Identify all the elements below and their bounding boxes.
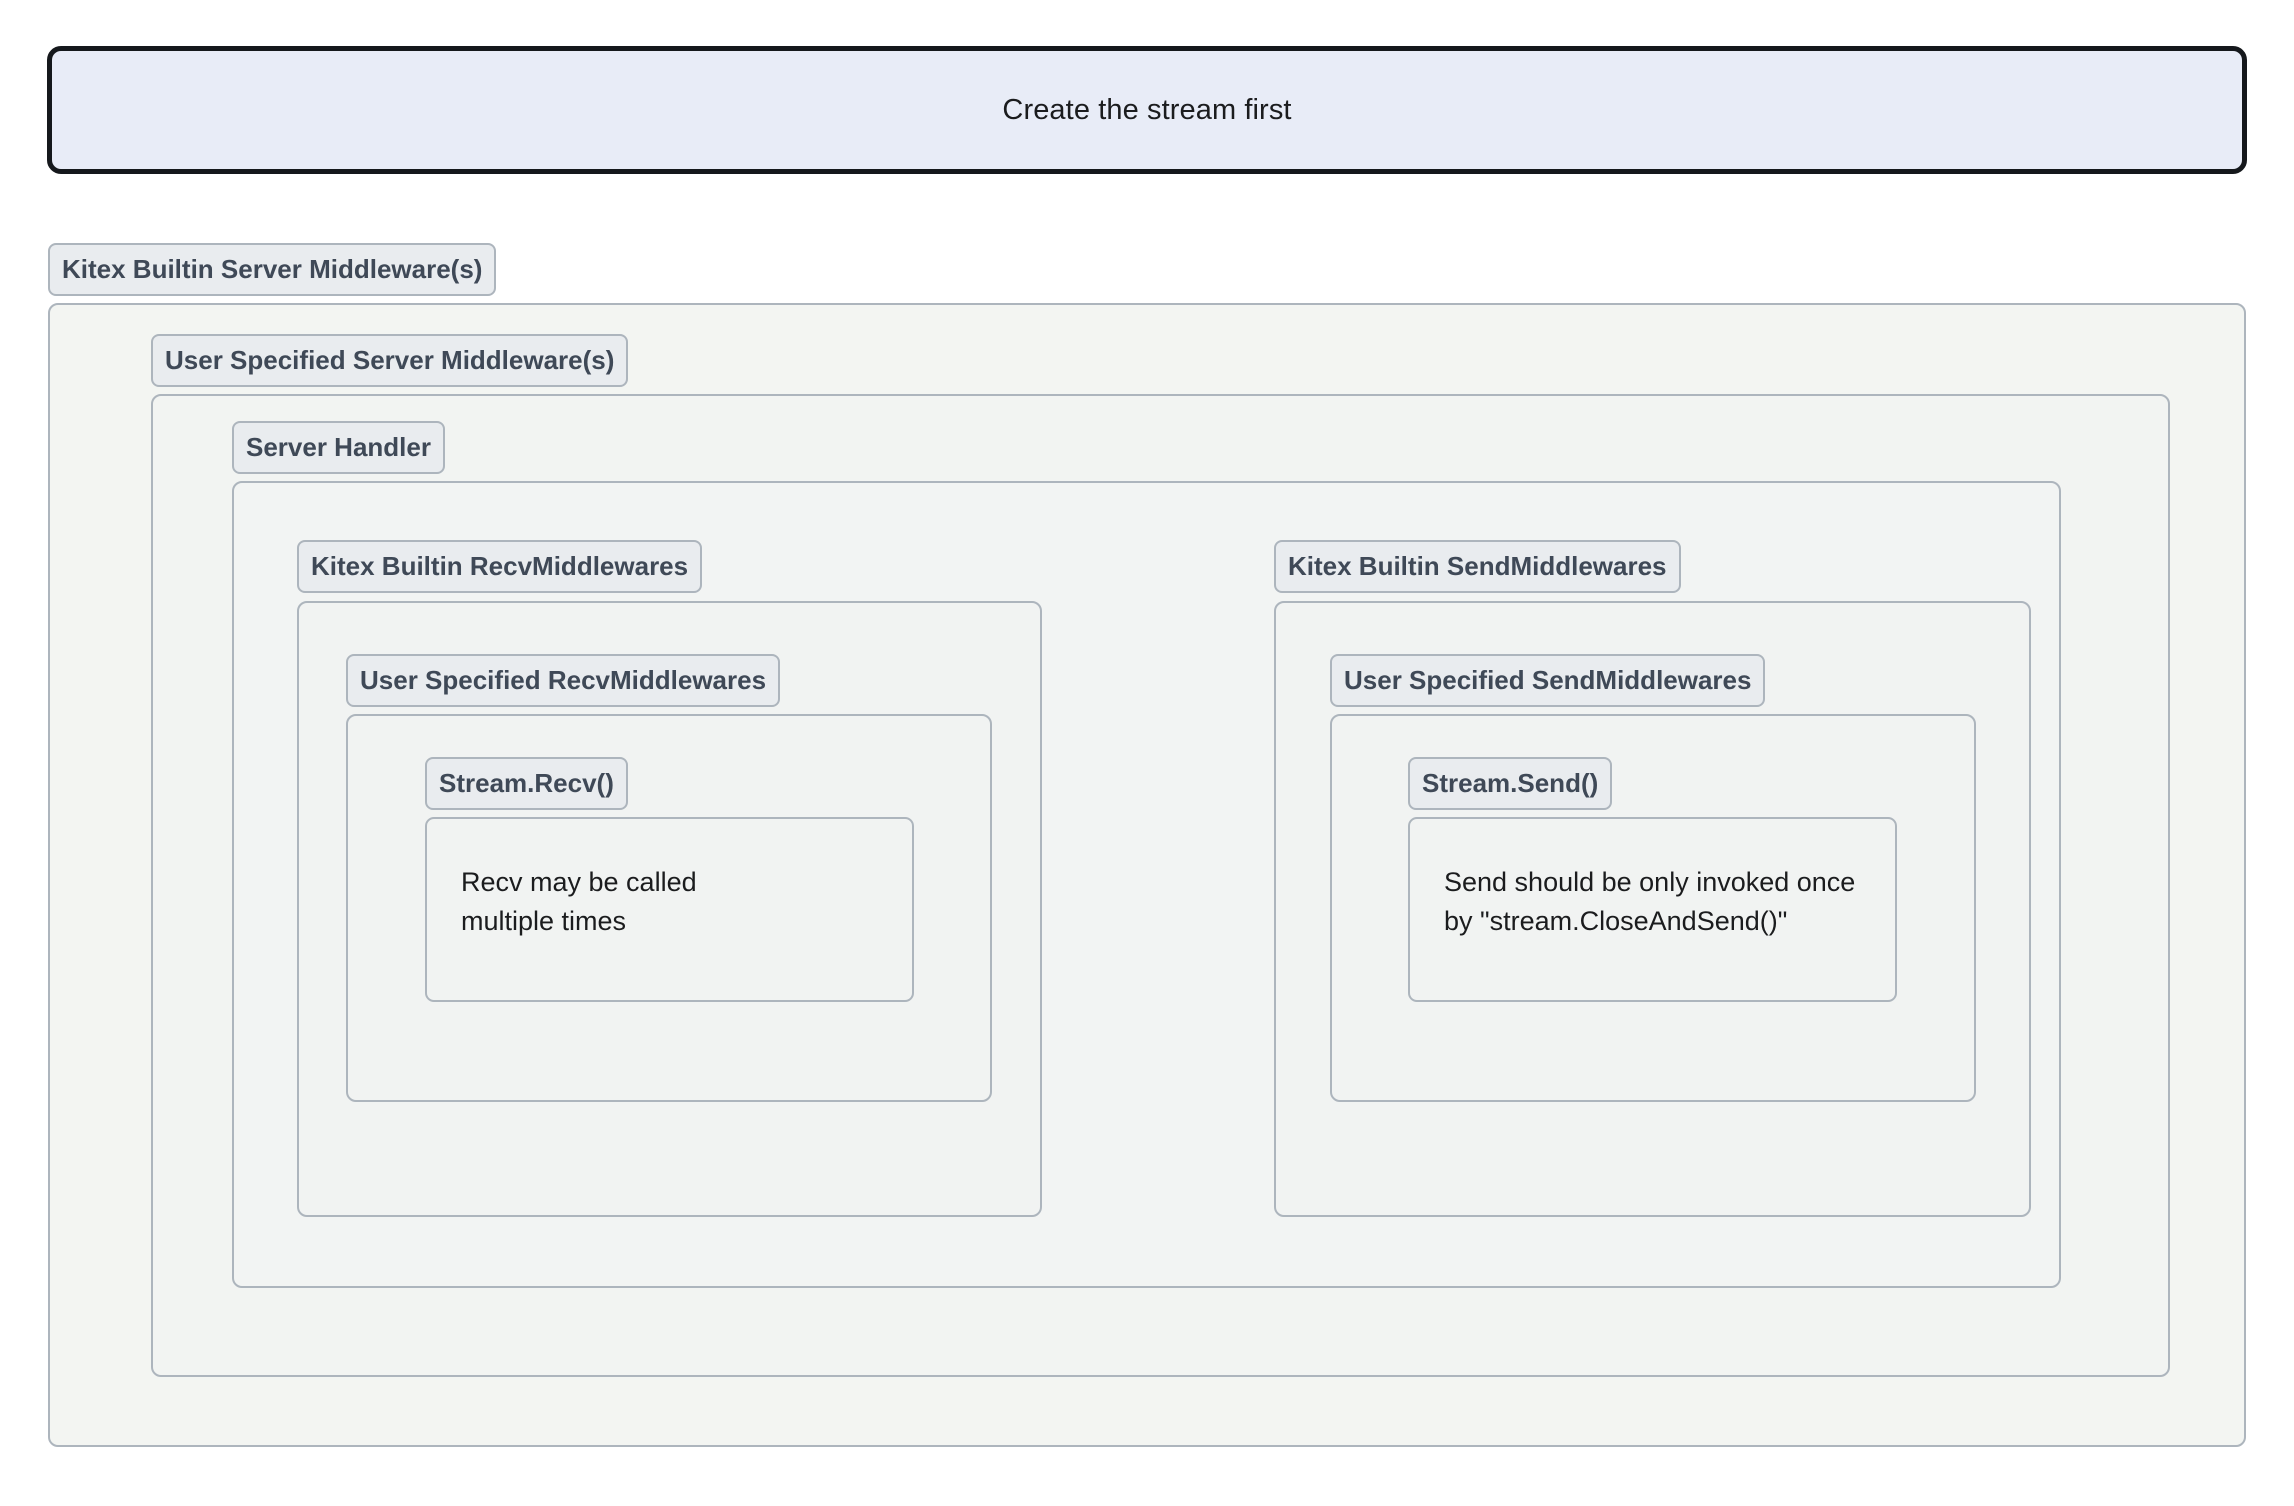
chip-user-specified-send-middlewares[interactable]: User Specified SendMiddlewares [1330, 654, 1766, 707]
leaf-send-note: Send should be only invoked once by "str… [1408, 817, 1897, 1002]
chip-stream-send[interactable]: Stream.Send() [1408, 757, 1613, 810]
create-stream-note-text: Create the stream first [1002, 93, 1292, 126]
recv-note-text: Recv may be called multiple times [461, 867, 697, 937]
chip-user-specified-server-middlewares[interactable]: User Specified Server Middleware(s) [151, 334, 629, 387]
chip-user-specified-recv-middlewares[interactable]: User Specified RecvMiddlewares [346, 654, 781, 707]
chip-server-handler[interactable]: Server Handler [232, 421, 445, 474]
create-stream-note-banner: Create the stream first [47, 46, 2247, 174]
chip-stream-recv[interactable]: Stream.Recv() [425, 757, 628, 810]
send-note-text: Send should be only invoked once by "str… [1444, 867, 1856, 937]
chip-kitex-builtin-recv-middlewares[interactable]: Kitex Builtin RecvMiddlewares [297, 540, 703, 593]
chip-kitex-builtin-send-middlewares[interactable]: Kitex Builtin SendMiddlewares [1274, 540, 1681, 593]
leaf-recv-note: Recv may be called multiple times [425, 817, 914, 1002]
chip-kitex-builtin-server-middlewares[interactable]: Kitex Builtin Server Middleware(s) [48, 243, 497, 296]
